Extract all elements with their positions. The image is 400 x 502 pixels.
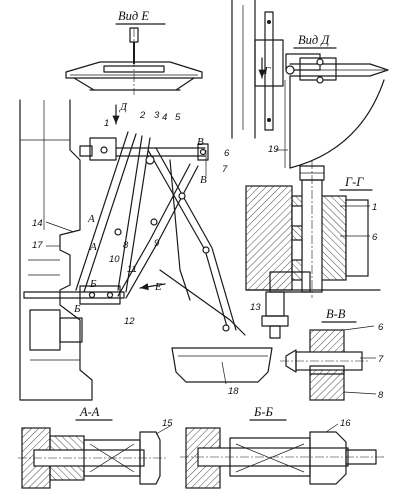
arm-8: [117, 135, 151, 293]
part-15: 15: [162, 418, 173, 429]
part-13: 13: [250, 302, 261, 313]
section-b-b: Б-Б 16: [180, 405, 384, 489]
part-10: 10: [109, 254, 120, 265]
part-1-section: 1: [372, 202, 377, 213]
view-d-fork: [289, 63, 389, 77]
part-6-section: 6: [372, 232, 378, 243]
part-8: 8: [123, 240, 129, 251]
letter-d: Д: [119, 101, 128, 113]
part-5: 5: [175, 112, 181, 123]
section-g-g-title: Г-Г: [344, 175, 364, 189]
section-b-b-title: Б-Б: [253, 405, 274, 419]
arm-4: [147, 147, 237, 331]
section-a-a: А-А 15: [18, 405, 173, 489]
letter-a-top: А: [87, 213, 95, 225]
part-11: 11: [127, 264, 137, 275]
part-14: 14: [32, 218, 43, 229]
part-18-body: [171, 347, 273, 383]
view-d-arc: [289, 75, 385, 169]
arm-2-3: [75, 131, 137, 293]
view-d-bracket: [254, 39, 284, 87]
letter-v-top: В: [197, 136, 204, 148]
arm-9: [117, 163, 199, 299]
machine-body: [19, 99, 93, 401]
top-hinge-block: [89, 137, 117, 161]
part-9: 9: [154, 238, 160, 249]
part-4: 4: [162, 112, 167, 123]
section-g-g-wall: [245, 185, 293, 291]
section-g-g: Г-Г 1 6 13: [245, 160, 381, 339]
view-d: Вид Д Г 19: [231, 0, 389, 169]
letter-e: Е: [154, 281, 162, 293]
section-v-v-title: В-В: [326, 307, 346, 321]
part-6: 6: [224, 148, 230, 159]
stud-13: [265, 291, 285, 317]
letter-v-bottom: В: [200, 174, 207, 186]
part-18: 18: [228, 386, 239, 397]
section-v-v: В-В 6 7 8: [280, 307, 384, 401]
letter-a-bottom: А: [89, 241, 97, 253]
section-a-a-nut: [139, 431, 161, 485]
lower-platform: [23, 291, 125, 299]
view-e: Вид Е: [65, 9, 203, 95]
part-19: 19: [268, 144, 279, 155]
section-a-a-title: А-А: [79, 405, 100, 419]
arm-11: [159, 269, 246, 336]
part-8-vv: 8: [378, 390, 384, 401]
section-b-b-nut: [309, 431, 347, 485]
main-assembly: Д Е В В А А Б Б 1 2 3 4 5 6 7 8 9 10 11 …: [19, 99, 246, 401]
letter-b-top: Б: [89, 278, 97, 290]
part-16: 16: [340, 418, 351, 429]
part-18-view: 18: [171, 347, 273, 397]
letter-g: Г: [263, 65, 271, 77]
view-d-title: Вид Д: [298, 33, 330, 47]
part-12: 12: [124, 316, 135, 327]
view-e-title: Вид Е: [118, 9, 149, 23]
arm-10: [169, 159, 191, 301]
part-7: 7: [222, 164, 228, 175]
part-17: 17: [32, 240, 43, 251]
part-7-vv: 7: [378, 354, 384, 365]
letter-b-bottom: Б: [73, 303, 81, 315]
part-3: 3: [154, 110, 160, 121]
part-1: 1: [104, 118, 109, 129]
part-2: 2: [139, 110, 146, 121]
view-e-beam: [65, 61, 203, 79]
joint-top: [145, 155, 155, 165]
part-6-vv: 6: [378, 322, 384, 333]
